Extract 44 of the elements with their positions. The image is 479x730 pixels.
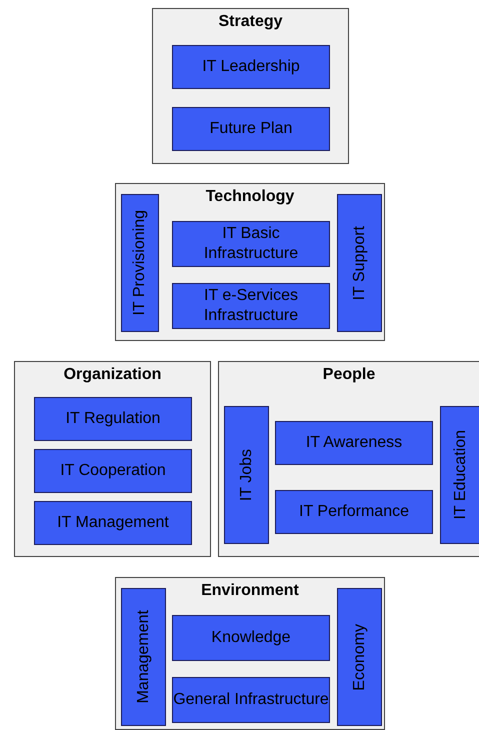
process-box [337, 588, 382, 726]
box-label: Future Plan [210, 119, 292, 139]
group-panel [115, 577, 385, 730]
box-label: Management [134, 610, 152, 704]
group-title: Technology [204, 188, 296, 206]
group-panel [218, 361, 479, 557]
process-box [440, 406, 479, 544]
process-box [172, 45, 330, 89]
process-box [172, 283, 330, 329]
box-label: IT Provisioning [130, 210, 149, 316]
process-box [172, 677, 330, 723]
box-label: IT e-Services Infrastructure [202, 286, 300, 326]
group-panel [152, 8, 349, 164]
box-label: IT Performance [299, 502, 409, 522]
process-box [121, 194, 159, 332]
process-box [172, 615, 330, 661]
box-label: IT Jobs [236, 448, 256, 502]
group-panel [115, 183, 385, 341]
process-box [224, 406, 269, 544]
process-box [275, 421, 433, 465]
process-box [34, 449, 192, 493]
process-box [121, 588, 166, 726]
process-box [275, 490, 433, 534]
box-label: IT Education [450, 430, 470, 520]
group-panel [14, 361, 211, 557]
group-title: Strategy [217, 13, 284, 31]
box-label: IT Awareness [306, 433, 402, 453]
process-box [337, 194, 382, 332]
process-box [172, 221, 330, 267]
box-label: IT Cooperation [60, 461, 166, 481]
group-title: People [322, 366, 376, 384]
box-label: Knowledge [211, 628, 291, 648]
box-label: IT Leadership [202, 57, 300, 77]
box-label: IT Support [350, 226, 368, 300]
process-box [34, 501, 192, 545]
box-label: IT Basic Infrastructure [202, 224, 300, 264]
box-label: Economy [350, 624, 368, 690]
box-label: IT Regulation [66, 409, 160, 429]
process-box [34, 397, 192, 441]
group-title: Organization [62, 366, 162, 384]
process-box [172, 107, 330, 151]
box-label: IT Management [57, 513, 169, 533]
group-title: Environment [200, 582, 300, 600]
box-label: General Infrastructure [173, 690, 329, 710]
